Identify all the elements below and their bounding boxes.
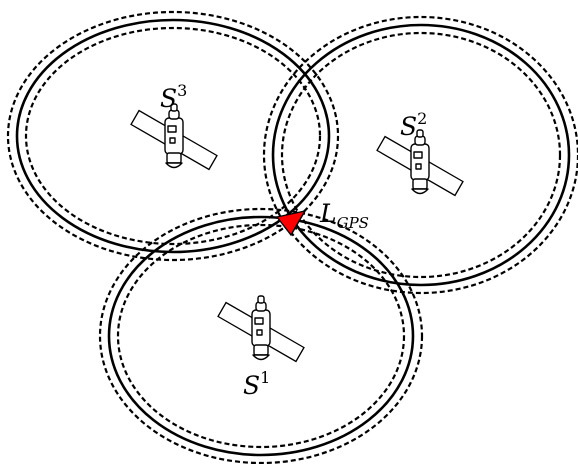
satellite-s1-icon xyxy=(218,296,304,361)
receiver-label: LGPS xyxy=(319,199,369,232)
satellite-s2-icon xyxy=(377,130,463,195)
satellite-label-s1: S1 xyxy=(243,368,270,400)
satellite-s3-icon xyxy=(131,104,217,169)
satellite-label-s3: S3 xyxy=(160,81,187,113)
